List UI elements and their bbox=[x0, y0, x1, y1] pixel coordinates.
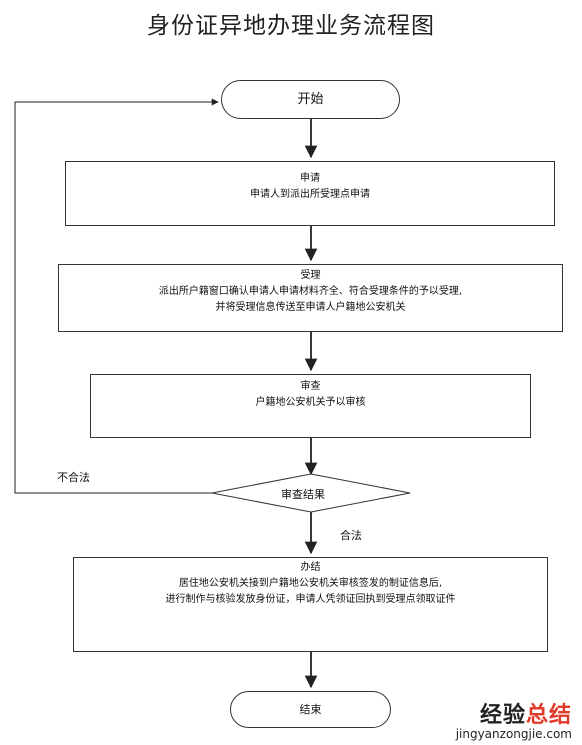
start-label: 开始 bbox=[297, 92, 324, 107]
finish-box: 办结 居住地公安机关接到户籍地公安机关审核签发的制证信息后, 进行制作与核验发放… bbox=[73, 557, 548, 652]
watermark-brand-part2: 总结 bbox=[525, 703, 572, 728]
review-title: 审查 bbox=[300, 381, 321, 392]
decision-label: 审查结果 bbox=[281, 488, 325, 501]
fail-edge-label: 不合法 bbox=[57, 471, 90, 484]
accept-title: 受理 bbox=[300, 270, 321, 281]
start-node: 开始 bbox=[221, 80, 400, 119]
finish-line-1: 居住地公安机关接到户籍地公安机关审核签发的制证信息后, bbox=[178, 578, 443, 589]
arrow-fail-loop bbox=[14, 98, 219, 494]
apply-box: 申请 申请人到派出所受理点申请 bbox=[65, 161, 555, 226]
decision-diamond bbox=[211, 473, 411, 513]
end-node: 结束 bbox=[230, 691, 391, 728]
apply-title: 申请 bbox=[300, 173, 320, 184]
finish-line-2: 进行制作与核验发放身份证，申请人凭领证回执到受理点领取证件 bbox=[165, 594, 456, 605]
watermark-domain: jingyanzongjie.com bbox=[455, 727, 572, 741]
apply-line-1: 申请人到派出所受理点申请 bbox=[250, 189, 370, 200]
accept-line-1: 派出所户籍窗口确认申请人申请材料齐全、符合受理条件的予以受理, bbox=[158, 286, 463, 297]
watermark-brand-part1: 经验 bbox=[479, 703, 526, 728]
watermark-brand: 经验总结 bbox=[456, 697, 572, 729]
finish-title: 办结 bbox=[300, 562, 321, 573]
page-title: 身份证异地办理业务流程图 bbox=[147, 13, 435, 39]
end-label: 结束 bbox=[299, 703, 322, 716]
accept-box: 受理 派出所户籍窗口确认申请人申请材料齐全、符合受理条件的予以受理, 并将受理信… bbox=[58, 264, 563, 332]
accept-line-2: 并将受理信息传送至申请人户籍地公安机关 bbox=[215, 302, 406, 313]
review-line-1: 户籍地公安机关予以审核 bbox=[255, 397, 366, 408]
review-box: 审查 户籍地公安机关予以审核 bbox=[90, 374, 531, 438]
watermark: 经验总结 jingyanzongjie.com bbox=[456, 697, 572, 741]
pass-edge-label: 合法 bbox=[340, 529, 362, 542]
